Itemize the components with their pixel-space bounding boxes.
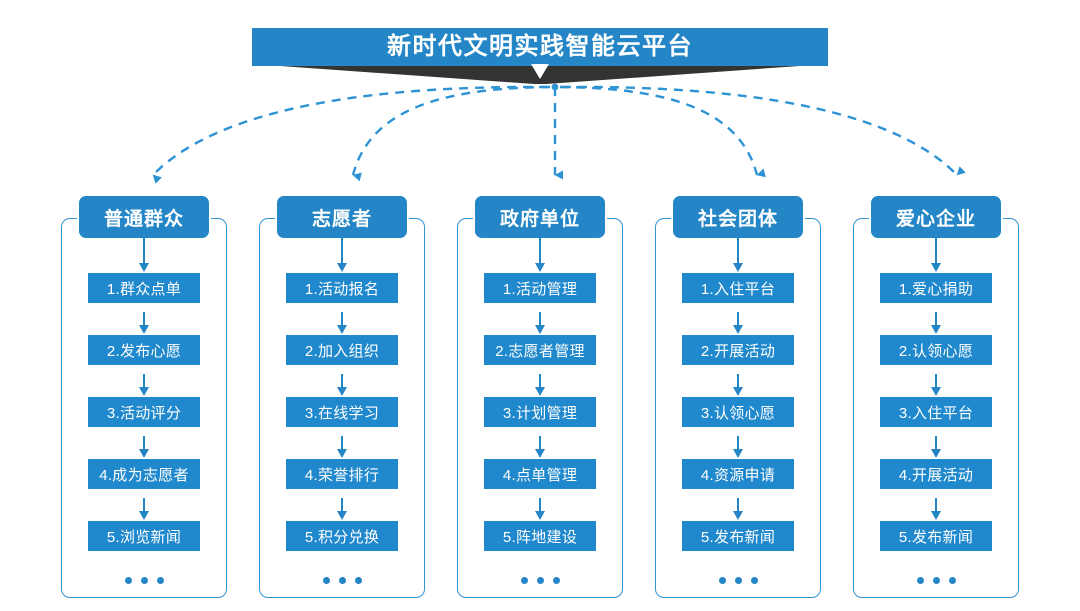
- more-items-ellipsis: [322, 577, 362, 584]
- step-item[interactable]: 1.活动管理: [484, 273, 596, 303]
- column-zhi-yuan-zhe: 志愿者 1.活动报名 2.加入组织 3.在线学习 4.荣誉排行 5.积分兑换: [259, 196, 425, 600]
- step-item[interactable]: 2.发布心愿: [88, 335, 200, 365]
- step-item[interactable]: 2.认领心愿: [880, 335, 992, 365]
- step-arrow: [931, 374, 941, 396]
- step-arrow: [931, 312, 941, 334]
- more-items-ellipsis: [718, 577, 758, 584]
- more-items-ellipsis: [124, 577, 164, 584]
- step-arrow: [337, 436, 347, 458]
- step-item[interactable]: 5.阵地建设: [484, 521, 596, 551]
- step-item[interactable]: 4.资源申请: [682, 459, 794, 489]
- step-arrow: [535, 498, 545, 520]
- step-arrow: [139, 436, 149, 458]
- connector-to-col-2: [351, 85, 551, 182]
- step-item[interactable]: 2.志愿者管理: [484, 335, 596, 365]
- step-arrow: [733, 436, 743, 458]
- step-arrow: [535, 436, 545, 458]
- step-item[interactable]: 1.入住平台: [682, 273, 794, 303]
- step-arrow: [139, 374, 149, 396]
- header-connector-arrow: [733, 238, 743, 272]
- step-item[interactable]: 1.活动报名: [286, 273, 398, 303]
- connector-to-col-5: [561, 85, 966, 176]
- header-connector-arrow: [337, 238, 347, 272]
- step-item[interactable]: 3.在线学习: [286, 397, 398, 427]
- page-title: 新时代文明实践智能云平台: [387, 33, 693, 60]
- column-header-3[interactable]: 政府单位: [475, 196, 605, 238]
- columns-container: 普通群众 1.群众点单 2.发布心愿 3.活动评分 4.成为志愿者 5.浏览新闻…: [0, 196, 1080, 602]
- step-item[interactable]: 3.入住平台: [880, 397, 992, 427]
- column-body-2: 1.活动报名 2.加入组织 3.在线学习 4.荣誉排行 5.积分兑换: [259, 238, 425, 598]
- column-header-4[interactable]: 社会团体: [673, 196, 803, 238]
- title-ribbon: 新时代文明实践智能云平台: [0, 0, 1080, 95]
- column-header-2[interactable]: 志愿者: [277, 196, 407, 238]
- step-arrow: [931, 498, 941, 520]
- connector-arrows: [152, 83, 966, 184]
- step-item[interactable]: 5.发布新闻: [880, 521, 992, 551]
- step-item[interactable]: 3.计划管理: [484, 397, 596, 427]
- step-arrow: [733, 374, 743, 396]
- more-items-ellipsis: [520, 577, 560, 584]
- column-body-4: 1.入住平台 2.开展活动 3.认领心愿 4.资源申请 5.发布新闻: [655, 238, 821, 598]
- column-body-5: 1.爱心捐助 2.认领心愿 3.入住平台 4.开展活动 5.发布新闻: [853, 238, 1019, 598]
- step-item[interactable]: 4.开展活动: [880, 459, 992, 489]
- step-item[interactable]: 5.发布新闻: [682, 521, 794, 551]
- step-item[interactable]: 4.点单管理: [484, 459, 596, 489]
- step-arrow: [733, 498, 743, 520]
- step-arrow: [535, 312, 545, 334]
- connector-to-col-4: [559, 85, 766, 178]
- column-zheng-fu-dan-wei: 政府单位 1.活动管理 2.志愿者管理 3.计划管理 4.点单管理 5.阵地建设: [457, 196, 623, 600]
- header-connector-arrow: [139, 238, 149, 272]
- step-arrow: [337, 498, 347, 520]
- step-arrow: [733, 312, 743, 334]
- step-item[interactable]: 2.加入组织: [286, 335, 398, 365]
- column-header-1[interactable]: 普通群众: [79, 196, 209, 238]
- step-item[interactable]: 5.积分兑换: [286, 521, 398, 551]
- chevron-down-icon: [531, 64, 549, 79]
- step-item[interactable]: 4.荣誉排行: [286, 459, 398, 489]
- step-item[interactable]: 1.爱心捐助: [880, 273, 992, 303]
- column-ai-xin-qi-ye: 爱心企业 1.爱心捐助 2.认领心愿 3.入住平台 4.开展活动 5.发布新闻: [853, 196, 1019, 600]
- step-item[interactable]: 4.成为志愿者: [88, 459, 200, 489]
- step-arrow: [139, 312, 149, 334]
- step-arrow: [337, 374, 347, 396]
- step-item[interactable]: 1.群众点单: [88, 273, 200, 303]
- title-bar: 新时代文明实践智能云平台: [252, 28, 828, 66]
- column-body-3: 1.活动管理 2.志愿者管理 3.计划管理 4.点单管理 5.阵地建设: [457, 238, 623, 598]
- step-item[interactable]: 2.开展活动: [682, 335, 794, 365]
- step-item[interactable]: 5.浏览新闻: [88, 521, 200, 551]
- step-arrow: [337, 312, 347, 334]
- step-arrow: [535, 374, 545, 396]
- header-connector-arrow: [931, 238, 941, 272]
- connector-to-col-1: [152, 85, 549, 184]
- step-arrow: [139, 498, 149, 520]
- column-header-5[interactable]: 爱心企业: [871, 196, 1001, 238]
- more-items-ellipsis: [916, 577, 956, 584]
- column-pu-tong-qun-zhong: 普通群众 1.群众点单 2.发布心愿 3.活动评分 4.成为志愿者 5.浏览新闻: [61, 196, 227, 600]
- step-item[interactable]: 3.认领心愿: [682, 397, 794, 427]
- step-item[interactable]: 3.活动评分: [88, 397, 200, 427]
- header-connector-arrow: [535, 238, 545, 272]
- connector-hub: [551, 83, 559, 91]
- column-she-hui-tuan-ti: 社会团体 1.入住平台 2.开展活动 3.认领心愿 4.资源申请 5.发布新闻: [655, 196, 821, 600]
- column-body-1: 1.群众点单 2.发布心愿 3.活动评分 4.成为志愿者 5.浏览新闻: [61, 238, 227, 598]
- step-arrow: [931, 436, 941, 458]
